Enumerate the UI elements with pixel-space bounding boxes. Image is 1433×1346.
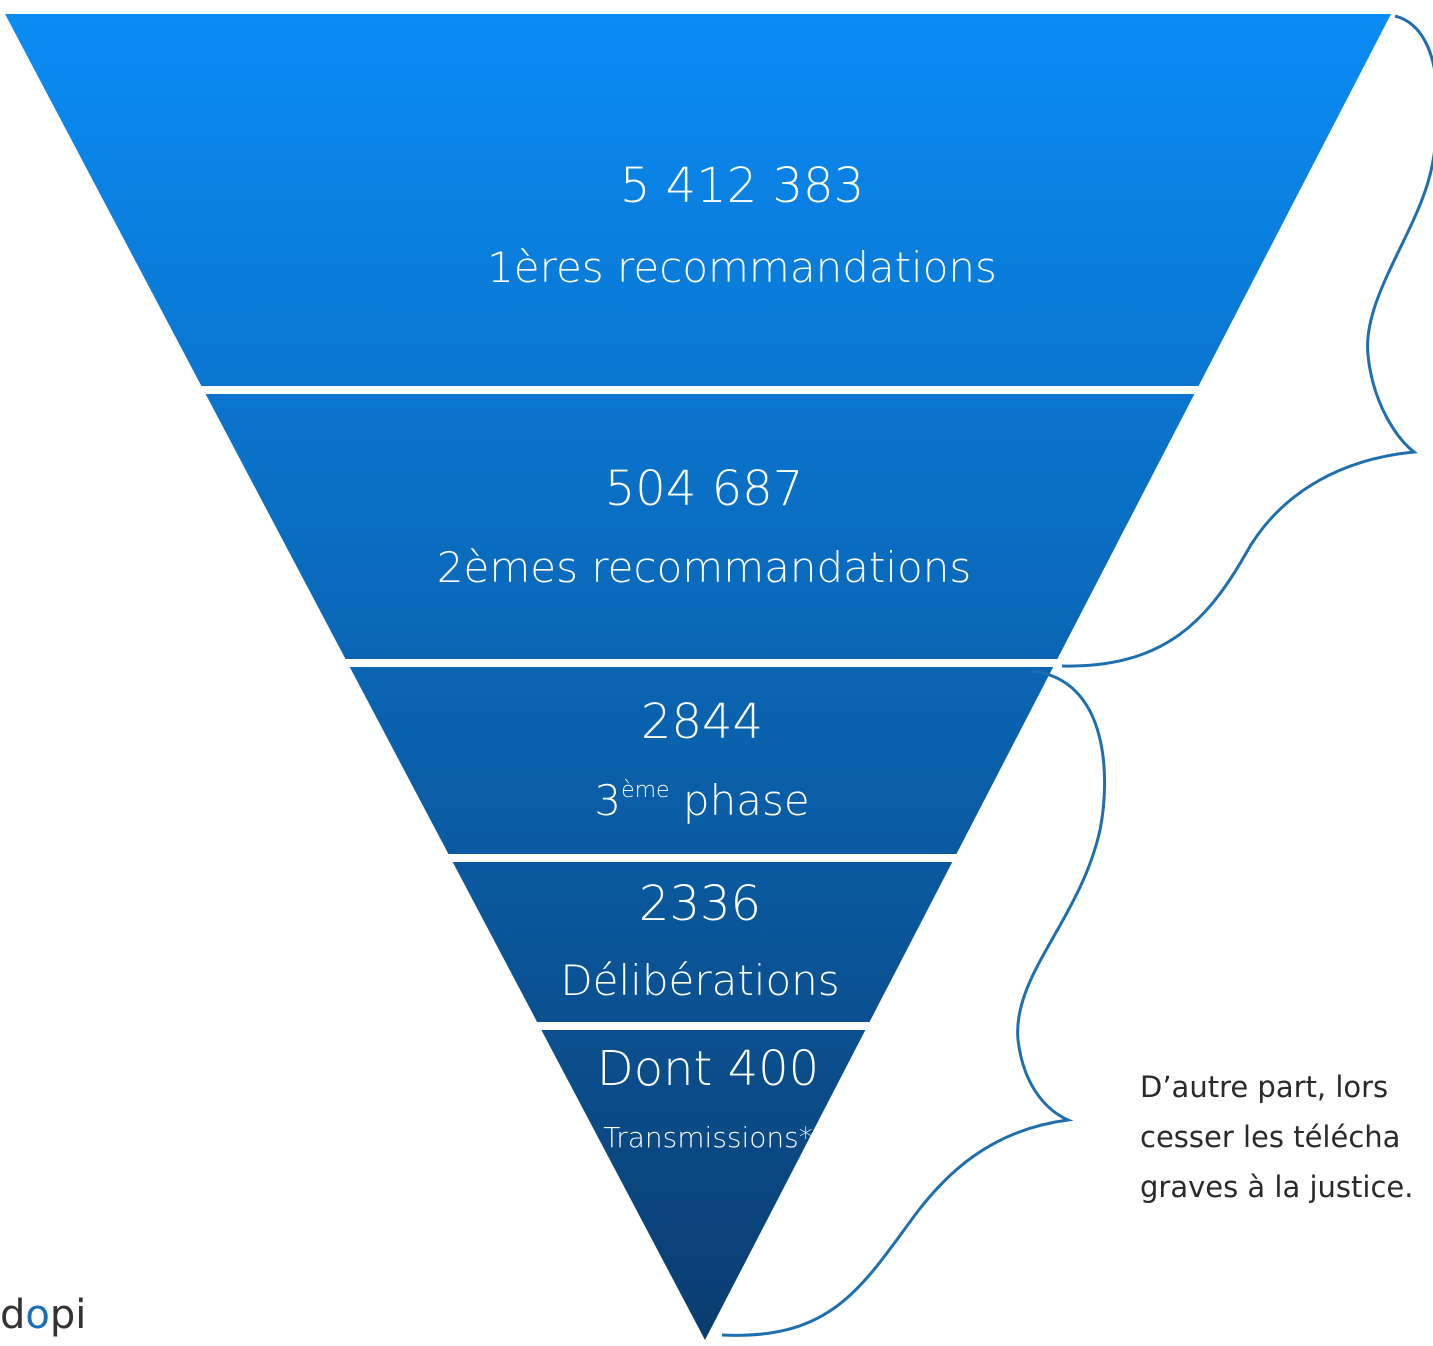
- stage-4-value: 2336: [639, 876, 761, 932]
- stage-divider: [0, 659, 1433, 667]
- stage-2-label: 2èmes recommandations: [437, 543, 971, 592]
- stage-divider: [0, 386, 1433, 394]
- upper-brace: [1061, 14, 1433, 668]
- logo-prefix: d: [0, 1292, 26, 1338]
- side-note: D’autre part, lors cesser les télécha gr…: [1140, 1062, 1433, 1212]
- stage-3-value: 2844: [641, 694, 763, 750]
- funnel-shape: [5, 14, 1391, 1340]
- logo-o: o: [25, 1292, 50, 1338]
- side-note-line: graves à la justice.: [1140, 1170, 1414, 1204]
- hadopi-logo: dopi: [0, 1290, 120, 1346]
- stage-divider: [0, 1022, 1433, 1030]
- stage-3-label-number: 3: [594, 776, 621, 825]
- stage-1-label: 1ères recommandations: [487, 243, 997, 292]
- stage-3-label-superscript: ème: [621, 778, 670, 803]
- stage-4-label: Délibérations: [560, 956, 839, 1005]
- side-note-line: cesser les télécha: [1140, 1120, 1401, 1154]
- stage-divider: [0, 854, 1433, 862]
- stage-2-value: 504 687: [605, 461, 804, 517]
- stage-3-label-rest: phase: [670, 776, 810, 825]
- stage-1-value: 5 412 383: [620, 158, 864, 214]
- logo-suffix: pi: [49, 1292, 87, 1338]
- stage-5-label: Transmissions*: [603, 1121, 812, 1154]
- stage-3-label: 3ème phase: [594, 776, 809, 825]
- lower-brace: [721, 669, 1107, 1337]
- stage-5-value: Dont 400: [597, 1041, 819, 1097]
- side-note-line: D’autre part, lors: [1140, 1070, 1389, 1104]
